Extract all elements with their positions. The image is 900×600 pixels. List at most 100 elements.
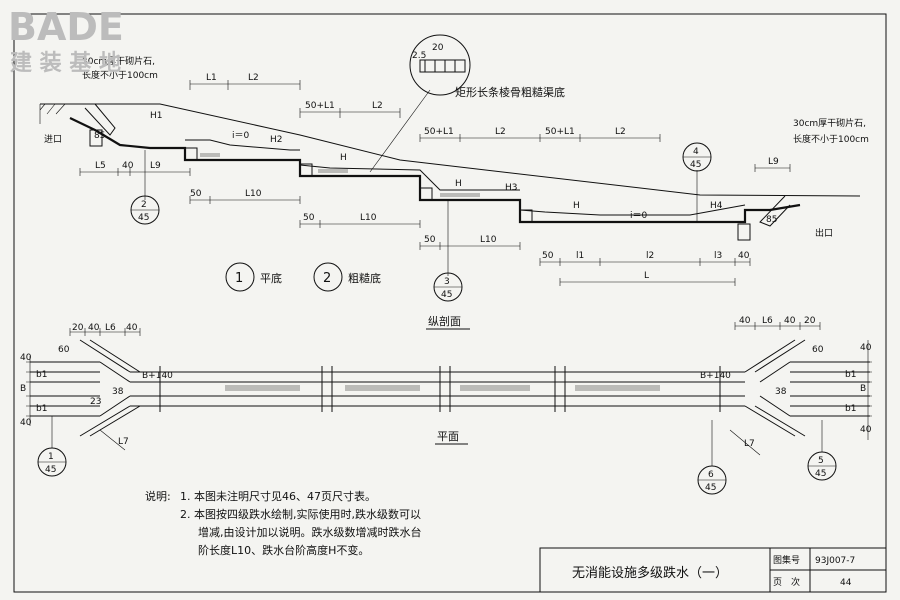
dim-L-total (559, 278, 736, 286)
label-L10-b: L10 (360, 213, 377, 223)
drawing-border (13, 13, 887, 593)
dim-L9-right (754, 164, 791, 172)
label-L10-c: L10 (480, 235, 497, 245)
stone-left-2: 长度不小于100cm (82, 69, 158, 81)
plan-left-wings (79, 339, 141, 437)
plan-right-wings (744, 339, 806, 437)
watermark: BADE 建 装 基 地 (8, 5, 124, 76)
legend-label-2: 粗糙底 (348, 271, 381, 285)
callout-6-45-bottom: 45 (705, 483, 716, 493)
outlet-stone (759, 195, 791, 227)
label-L2-b: L2 (372, 101, 383, 111)
label-L10-a: L10 (245, 189, 262, 199)
stone-right-1: 30cm厚干砌片石, (793, 117, 866, 129)
plan-38-left: 38 (112, 387, 124, 397)
plan-dim-right-vertical (864, 340, 872, 440)
plan-23-left: 23 (90, 397, 101, 407)
wall-line-2 (299, 164, 520, 191)
dim-l-series (539, 258, 751, 266)
dim-L10-2 (299, 220, 421, 228)
callout-5-45: 5 45 (807, 420, 837, 481)
watermark-sub: 建 装 基 地 (10, 51, 121, 76)
legend-label-1: 平底 (260, 271, 282, 285)
label-L2-d: L2 (615, 127, 626, 137)
plan-title: 平面 (437, 430, 459, 443)
label-50L1-c: 50+L1 (545, 127, 575, 137)
inlet-cutoff (89, 129, 103, 147)
dim-top-L1-L2 (189, 80, 301, 90)
ground-line (40, 103, 861, 197)
label-H-a: H (340, 153, 347, 163)
top-detail-label: 矩形长条棱骨粗糙渠底 (455, 85, 565, 99)
callout-1-45-bottom: 45 (45, 465, 56, 475)
plan-60-left: 60 (58, 345, 70, 355)
plan-dim-right-top (734, 322, 821, 330)
label-50-c: 50 (424, 235, 436, 245)
atlas-value: 93J007-7 (815, 556, 855, 566)
callout-6-45: 6 45 (697, 420, 727, 495)
rough-bottom-hatch (200, 153, 480, 197)
plan-view: 20 40 L6 40 40 L6 40 20 40 B 40 B 40 40 … (20, 316, 872, 456)
plan-b1-right-a: b1 (845, 370, 856, 380)
label-l3: l3 (714, 251, 722, 261)
notes: 说明: 1. 本图未注明尺寸见46、47页尺寸表。 2. 本图按四级跌水绘制,实… (145, 489, 422, 557)
callout-2-45-top: 2 (141, 200, 147, 210)
plan-L6-right: L6 (762, 316, 773, 326)
plan-40-right-a: 40 (739, 316, 751, 326)
label-l2: l2 (646, 251, 654, 261)
label-50-a: 50 (190, 189, 202, 199)
inlet-stone (84, 103, 116, 136)
note-2c: 阶长度L10、跌水台阶高度H不变。 (198, 543, 369, 557)
note-2b: 增减,由设计加以说明。跌水级数增减时跌水台 (198, 525, 422, 539)
plan-left-bank (30, 361, 100, 417)
plan-40-v-right-b: 40 (860, 425, 872, 435)
label-50-d: 50 (542, 251, 554, 261)
legend-num-1: 1 (235, 271, 243, 286)
step-block-1 (184, 147, 198, 161)
ground-hatch-left (39, 103, 66, 124)
callout-5-45-top: 5 (818, 456, 824, 466)
notes-lead: 说明: (145, 489, 171, 503)
plan-right-bank (790, 361, 870, 417)
callout-6-45-top: 6 (708, 470, 714, 480)
label-50L1-a: 50+L1 (305, 101, 335, 111)
callout-1-45: 1 45 (37, 416, 67, 477)
plan-38-right: 38 (775, 387, 787, 397)
label-40-left: 40 (122, 161, 134, 171)
plan-40-right-b: 40 (784, 316, 796, 326)
dim-bottom-left (79, 168, 191, 176)
plan-channel-lines (130, 371, 745, 407)
label-L9-right: L9 (768, 157, 779, 167)
plan-20-left: 20 (72, 323, 84, 333)
label-50L1-b: 50+L1 (424, 127, 454, 137)
detail-dim-25: 2.5 (412, 51, 426, 61)
detail-circle (409, 34, 471, 96)
plan-40-v-left: 40 (20, 353, 32, 363)
legend-circle-2 (313, 262, 343, 292)
detail-rough-bars (419, 59, 466, 73)
label-85-right: 85 (766, 215, 777, 225)
step-block-4 (519, 209, 533, 223)
plan-b1-left-b: b1 (36, 404, 47, 414)
plan-L7-leaders (99, 429, 761, 456)
title-block: 无消能设施多级跌水（一） 图集号 93J007-7 页 次 44 (539, 547, 887, 593)
plan-b1-right-b: b1 (845, 404, 856, 414)
legend-circle-1 (225, 262, 255, 292)
label-L2-c: L2 (495, 127, 506, 137)
label-H-b: H (455, 179, 462, 189)
stone-left-1: 30cm厚干砌片石, (82, 55, 155, 67)
page-label: 页 次 (773, 576, 800, 588)
callout-4-45-top: 4 (693, 147, 699, 157)
dim-L10-3 (419, 242, 521, 250)
plan-40-v-left-b: 40 (20, 418, 32, 428)
plan-B-right: B (860, 384, 866, 394)
inlet-label: 进口 (44, 134, 62, 145)
slope-label-2: i＝0 (630, 211, 648, 221)
outlet-cutoff (737, 223, 751, 241)
plan-B140-left: B+140 (142, 371, 173, 381)
label-50-b: 50 (303, 213, 315, 223)
label-L: L (644, 271, 649, 281)
step-block-3 (419, 187, 433, 201)
outlet-label: 出口 (815, 227, 833, 239)
